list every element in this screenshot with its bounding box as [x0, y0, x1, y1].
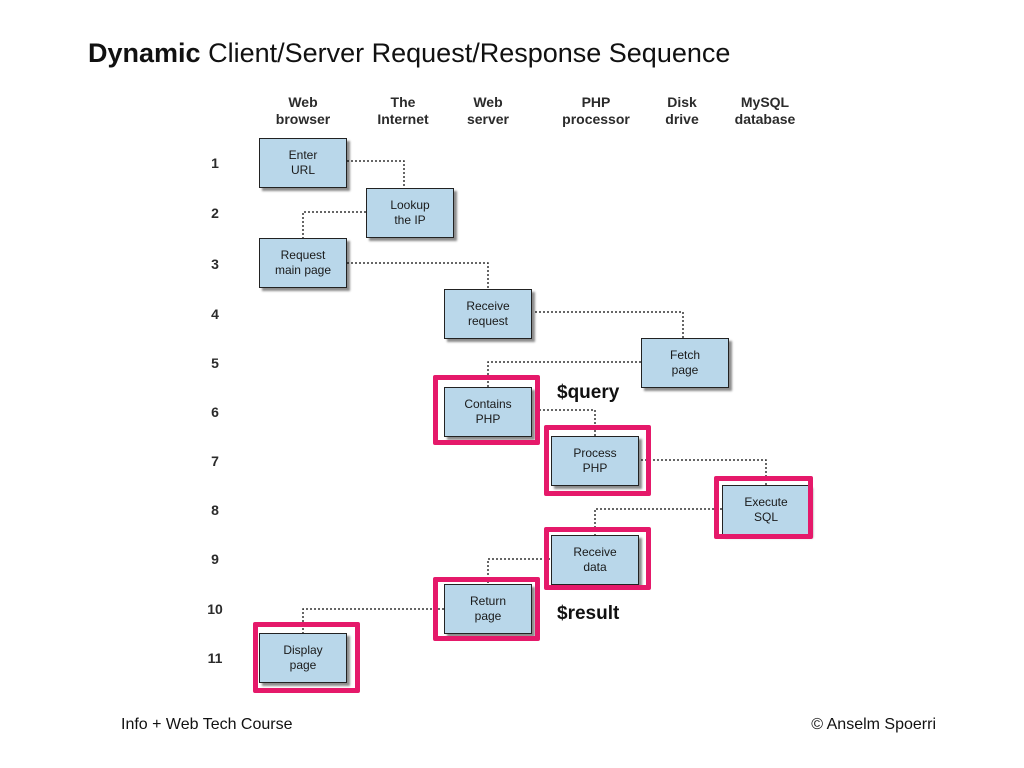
row-number: 10 — [207, 601, 223, 617]
row-number: 9 — [211, 551, 219, 567]
row-number: 5 — [211, 355, 219, 371]
row-number: 1 — [211, 155, 219, 171]
row-number: 11 — [207, 650, 223, 666]
highlight-frame-receive-data — [544, 527, 651, 590]
footer-course-name: Info + Web Tech Course — [121, 716, 293, 733]
footer-copyright: © Anselm Spoerri — [811, 716, 936, 733]
annotation-query: $query — [557, 382, 620, 403]
row-number: 4 — [211, 306, 219, 322]
connector-9-10 — [487, 558, 550, 584]
annotation-result: $result — [557, 603, 620, 624]
title-bold-word: Dynamic — [88, 38, 201, 68]
highlight-frame-process-php — [544, 425, 651, 496]
slide-title: Dynamic Client/Server Request/Response S… — [88, 38, 730, 69]
row-number: 7 — [211, 453, 219, 469]
highlight-frame-return-page — [433, 577, 540, 641]
row-number: 3 — [211, 256, 219, 272]
connector-1-2 — [347, 160, 405, 188]
connector-8-9 — [594, 508, 722, 535]
connector-2-3 — [302, 211, 366, 238]
connector-4-5 — [535, 311, 684, 338]
connector-3-4 — [347, 262, 489, 289]
row-number: 6 — [211, 404, 219, 420]
highlight-frame-execute-sql — [714, 476, 813, 539]
row-number: 8 — [211, 502, 219, 518]
row-number: 2 — [211, 205, 219, 221]
title-text: Client/Server Request/Response Sequence — [208, 38, 731, 68]
highlight-frame-display-page — [253, 622, 360, 693]
highlight-frame-contains-php — [433, 375, 540, 445]
